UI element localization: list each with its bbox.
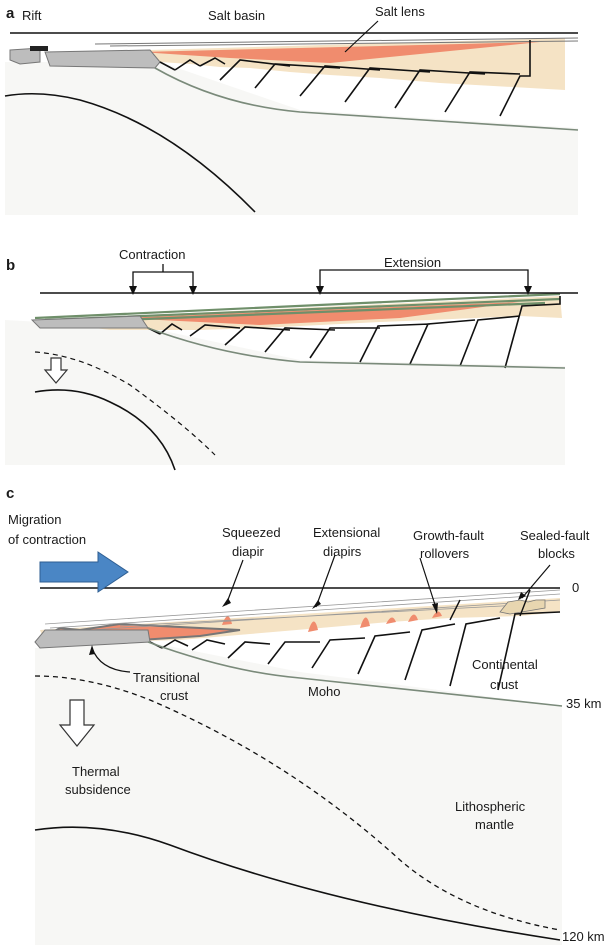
panel-a-mantle xyxy=(5,62,578,215)
panel-b: b Contraction Extension xyxy=(5,247,578,471)
migration-label-line2: of contraction xyxy=(8,532,86,547)
thermal-label-line1: Thermal xyxy=(72,764,120,779)
panel-c-growth-diapir-1 xyxy=(386,617,396,624)
rift-label: Rift xyxy=(22,8,42,23)
salt-basin-label: Salt basin xyxy=(208,8,265,23)
panel-c-strata xyxy=(44,589,561,631)
panel-c-lithosphere-dashed xyxy=(34,675,561,931)
panel-c-transitional-crust xyxy=(34,629,151,649)
panel-a-rift-block-2 xyxy=(44,49,161,69)
panel-c-extensional-diapir-1 xyxy=(308,621,318,632)
panel-a: a Rift Salt basin Salt lens xyxy=(4,4,579,215)
squeezed-label-line2: diapir xyxy=(232,544,264,559)
salt-lens-label: Salt lens xyxy=(375,4,425,19)
panel-c-growth-diapir-2 xyxy=(408,614,418,622)
extension-bracket xyxy=(319,269,529,292)
extension-label: Extension xyxy=(384,255,441,270)
panel-c-mantle xyxy=(35,642,562,945)
extensional-label-line1: Extensional xyxy=(313,525,380,540)
sealed-label-line1: Sealed-fault xyxy=(520,528,590,543)
depth-35-label: 35 km xyxy=(566,696,601,711)
thermal-subsidence-arrow xyxy=(58,699,96,747)
contraction-bracket xyxy=(132,271,194,292)
moho-label: Moho xyxy=(308,684,341,699)
thermal-label-line2: subsidence xyxy=(65,782,131,797)
panel-a-faults xyxy=(159,40,531,117)
migration-arrow xyxy=(39,551,129,593)
panel-b-letter: b xyxy=(6,257,15,274)
lithospheric-label-line1: Lithospheric xyxy=(455,799,526,814)
panel-a-top-line xyxy=(94,37,579,45)
panel-a-moho xyxy=(154,67,579,131)
panel-c-moho xyxy=(147,641,563,707)
panel-c-letter: c xyxy=(6,485,14,502)
panel-c-lithosphere-base xyxy=(34,826,561,941)
lithospheric-label-line2: mantle xyxy=(475,817,514,832)
contraction-label: Contraction xyxy=(119,247,185,262)
panel-b-lithosphere-dashed xyxy=(34,351,216,456)
panel-c-extensional-diapir-2 xyxy=(360,617,370,628)
growth-label-line1: Growth-fault xyxy=(413,528,484,543)
panel-c: c Migration of contraction Squeezed diap… xyxy=(6,485,605,945)
panel-a-rift-fill xyxy=(30,46,48,51)
depth-120-label: 120 km xyxy=(562,929,605,944)
transitional-label-line2: crust xyxy=(160,688,189,703)
growth-label-line2: rollovers xyxy=(420,546,470,561)
sealed-label-line2: blocks xyxy=(538,546,575,561)
panel-a-top-line-2 xyxy=(109,40,579,47)
extensional-label-line2: diapirs xyxy=(323,544,362,559)
contraction-arrowheads xyxy=(129,286,197,295)
panel-c-fault-upper xyxy=(449,589,531,621)
migration-label-line1: Migration xyxy=(8,512,61,527)
continental-label-line2: crust xyxy=(490,677,519,692)
continental-label-line1: Continental xyxy=(472,657,538,672)
panel-a-salt-lens xyxy=(140,42,540,63)
squeezed-label-line1: Squeezed xyxy=(222,525,281,540)
depth-zero-label: 0 xyxy=(572,580,579,595)
panel-b-lithosphere-base xyxy=(34,389,176,471)
panel-b-mantle xyxy=(5,320,565,465)
panel-c-growth-diapir-3 xyxy=(432,611,442,618)
panel-b-subsidence-arrow xyxy=(43,357,69,384)
panel-b-moho xyxy=(147,327,566,369)
transitional-label-line1: Transitional xyxy=(133,670,200,685)
salt-lens-pointer xyxy=(344,20,379,53)
panel-c-pointers xyxy=(91,554,551,673)
panel-a-letter: a xyxy=(6,5,15,22)
panel-a-lithosphere-base xyxy=(4,92,256,213)
